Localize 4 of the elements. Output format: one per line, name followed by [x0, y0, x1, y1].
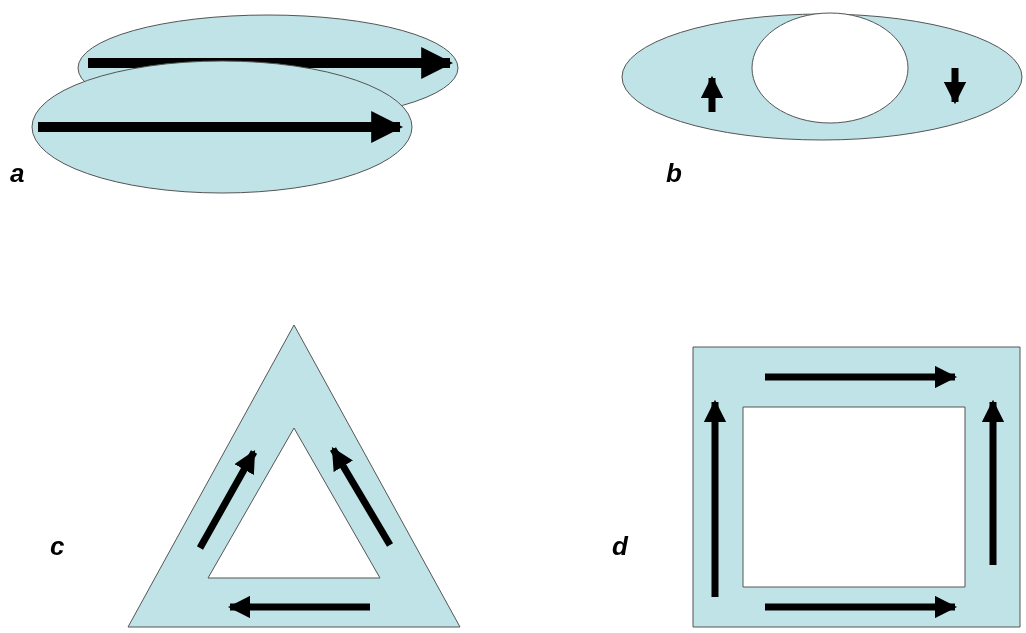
panel-letter: a: [10, 160, 25, 186]
panel-letter: d: [612, 533, 628, 559]
panel-letter: c: [50, 533, 65, 559]
panel-letter: b: [666, 160, 682, 186]
